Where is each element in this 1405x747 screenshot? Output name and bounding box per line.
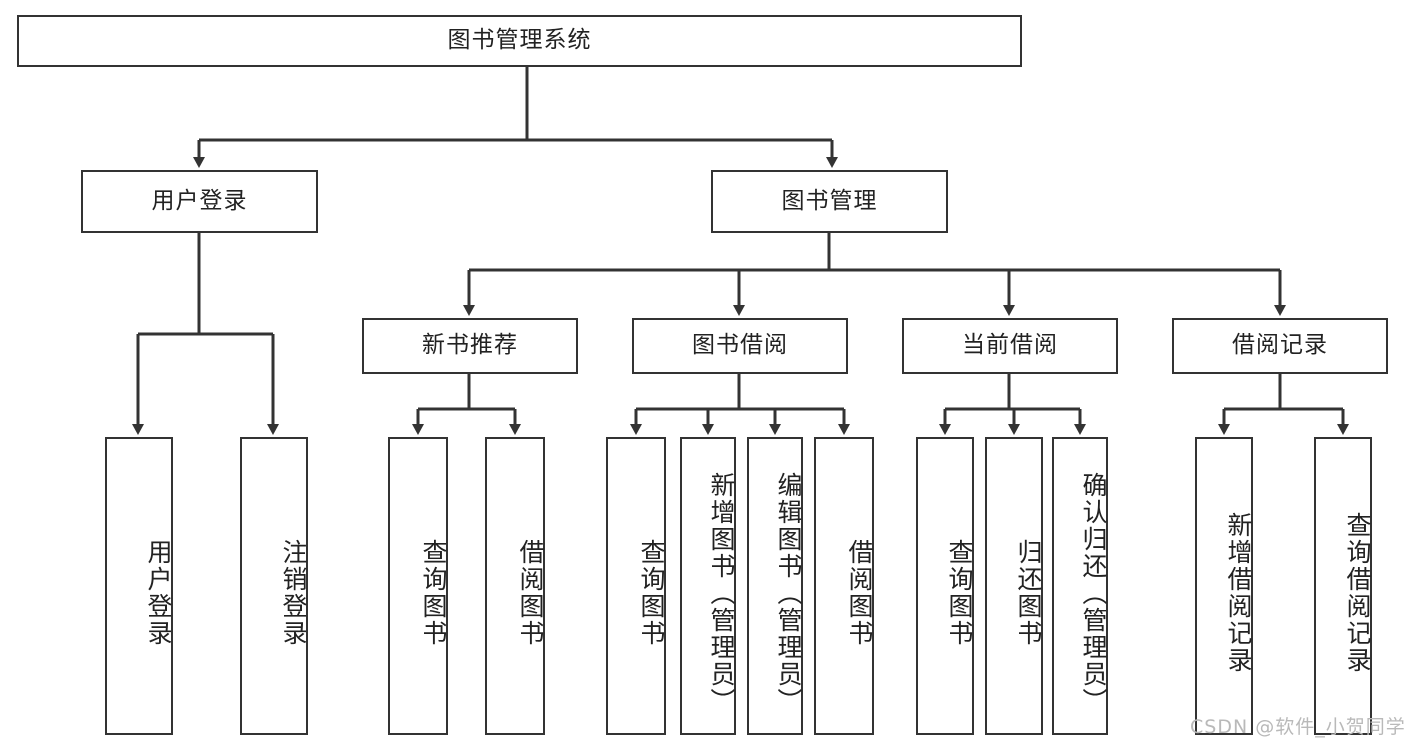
node-root[interactable]: 图书管理系统 <box>17 15 1022 67</box>
node-leaf-query-borrow-record-label: 查询借阅记录 <box>1343 512 1372 674</box>
node-leaf-query-book-3-label: 查询图书 <box>945 539 974 647</box>
node-borrow-record[interactable]: 借阅记录 <box>1172 318 1388 374</box>
node-leaf-query-book-1-label: 查询图书 <box>419 539 448 647</box>
node-leaf-borrow-book-1[interactable]: 借阅图书 <box>485 437 545 735</box>
node-book-borrow[interactable]: 图书借阅 <box>632 318 848 374</box>
node-leaf-borrow-book-2[interactable]: 借阅图书 <box>814 437 874 735</box>
node-user-login[interactable]: 用户登录 <box>81 170 318 233</box>
node-leaf-query-book-1[interactable]: 查询图书 <box>388 437 448 735</box>
node-leaf-query-book-2-label: 查询图书 <box>637 539 666 647</box>
node-leaf-borrow-book-1-label: 借阅图书 <box>516 539 545 647</box>
node-leaf-confirm-return-label: 确认归还（管理员） <box>1079 471 1108 715</box>
node-leaf-borrow-book-2-label: 借阅图书 <box>845 539 874 647</box>
node-leaf-edit-book-label: 编辑图书（管理员） <box>774 471 803 715</box>
node-book-borrow-label: 图书借阅 <box>692 332 788 359</box>
node-leaf-user-login-label: 用户登录 <box>144 539 173 647</box>
node-book-manage[interactable]: 图书管理 <box>711 170 948 233</box>
node-leaf-user-logout[interactable]: 注销登录 <box>240 437 308 735</box>
node-leaf-return-book[interactable]: 归还图书 <box>985 437 1043 735</box>
node-leaf-add-book[interactable]: 新增图书（管理员） <box>680 437 736 735</box>
node-leaf-query-borrow-record[interactable]: 查询借阅记录 <box>1314 437 1372 735</box>
node-book-manage-label: 图书管理 <box>781 187 878 214</box>
node-current-borrow[interactable]: 当前借阅 <box>902 318 1118 374</box>
node-leaf-return-book-label: 归还图书 <box>1014 539 1043 647</box>
watermark: CSDN @软件_小贺同学 <box>1190 716 1405 738</box>
node-user-login-label: 用户登录 <box>151 187 248 214</box>
node-leaf-user-logout-label: 注销登录 <box>279 539 308 647</box>
node-leaf-add-borrow-record-label: 新增借阅记录 <box>1224 512 1253 674</box>
node-leaf-add-borrow-record[interactable]: 新增借阅记录 <box>1195 437 1253 735</box>
node-leaf-edit-book[interactable]: 编辑图书（管理员） <box>747 437 803 735</box>
node-current-borrow-label: 当前借阅 <box>962 332 1058 359</box>
node-borrow-record-label: 借阅记录 <box>1232 332 1328 359</box>
node-new-book-recommend-label: 新书推荐 <box>422 332 518 359</box>
node-leaf-add-book-label: 新增图书（管理员） <box>707 471 736 715</box>
node-leaf-confirm-return[interactable]: 确认归还（管理员） <box>1052 437 1108 735</box>
node-root-label: 图书管理系统 <box>447 27 592 54</box>
node-new-book-recommend[interactable]: 新书推荐 <box>362 318 578 374</box>
node-leaf-query-book-3[interactable]: 查询图书 <box>916 437 974 735</box>
node-leaf-user-login[interactable]: 用户登录 <box>105 437 173 735</box>
node-leaf-query-book-2[interactable]: 查询图书 <box>606 437 666 735</box>
